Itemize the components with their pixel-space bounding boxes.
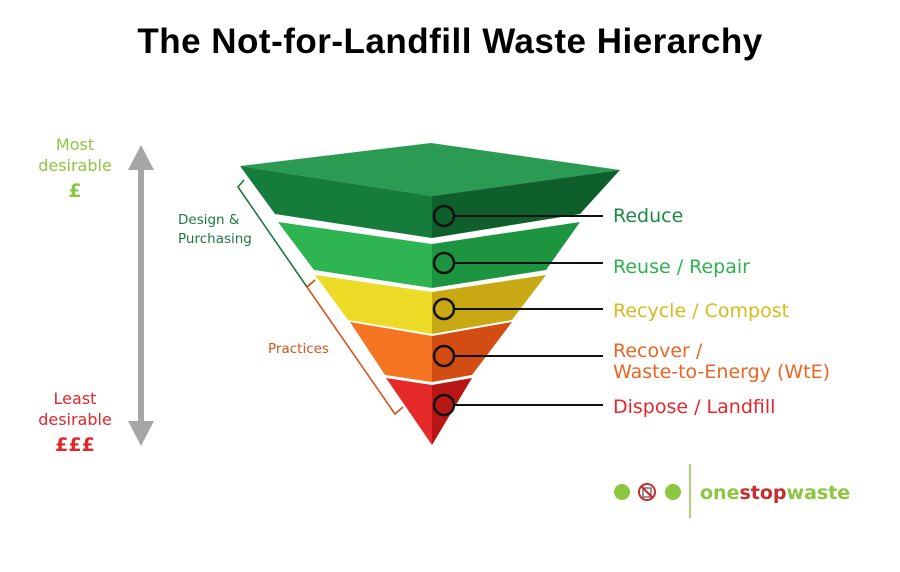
tier-reuse bbox=[278, 222, 580, 288]
connector-recycle bbox=[432, 297, 603, 321]
high-cost-symbol: £££ bbox=[55, 434, 95, 456]
brand-logo: onestopwaste bbox=[700, 482, 850, 504]
low-cost-symbol: £ bbox=[68, 180, 82, 202]
page-title: The Not-for-Landfill Waste Hierarchy bbox=[137, 22, 763, 61]
tier-label-dispose: Dispose / Landfill bbox=[613, 396, 776, 418]
brand-part-one: one bbox=[700, 482, 740, 504]
practices-label: Practices bbox=[268, 341, 329, 357]
connector-reduce bbox=[432, 204, 603, 228]
connector-recover bbox=[432, 344, 603, 368]
least-desirable-label: Least desirable £££ bbox=[30, 388, 120, 456]
tier-label-recover-line2: Waste-to-Energy (WtE) bbox=[613, 361, 831, 383]
design-purchasing-label: Design & Purchasing bbox=[178, 211, 268, 249]
tier-label-reuse: Reuse / Repair bbox=[613, 256, 750, 278]
tier-label-recover: Recover / Waste-to-Energy (WtE) bbox=[613, 341, 830, 383]
most-desirable-label: Most desirable £ bbox=[30, 134, 120, 202]
least-desirable-text: Least desirable bbox=[38, 389, 112, 429]
connector-reuse bbox=[432, 251, 603, 275]
tier-label-reduce: Reduce bbox=[613, 205, 684, 227]
brand-part-waste: waste bbox=[786, 482, 851, 504]
green-dot-icon bbox=[665, 484, 681, 500]
brand-part-stop: stop bbox=[739, 482, 787, 504]
most-desirable-text: Most desirable bbox=[38, 135, 112, 175]
no-bin-icon bbox=[638, 483, 656, 501]
design-purchasing-text: Design & Purchasing bbox=[178, 212, 252, 247]
tier-label-recover-line1: Recover / bbox=[613, 340, 703, 362]
tier-recover bbox=[350, 322, 512, 382]
green-dot-icon bbox=[614, 484, 630, 500]
connector-dispose bbox=[432, 393, 603, 417]
practices-bracket bbox=[305, 279, 404, 416]
desirability-arrow bbox=[128, 145, 154, 446]
tier-label-recycle: Recycle / Compost bbox=[613, 300, 790, 322]
tier-reduce bbox=[240, 143, 620, 238]
tier-recycle bbox=[315, 275, 546, 334]
